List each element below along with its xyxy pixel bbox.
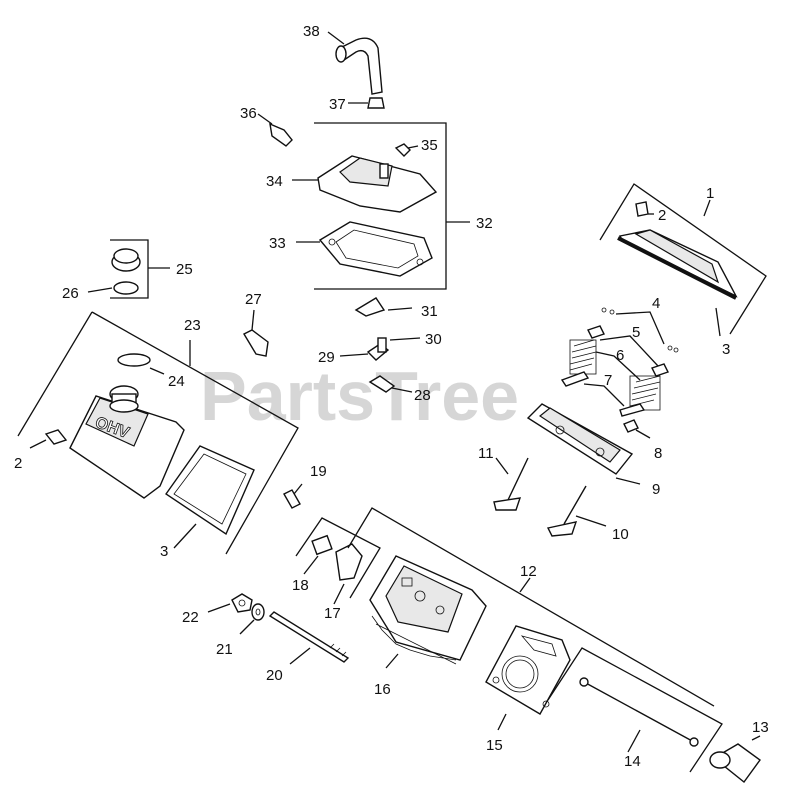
callout-25: 25: [176, 261, 193, 278]
bushing-part-18[interactable]: [311, 534, 333, 556]
screw-part-2-left[interactable]: [44, 429, 68, 445]
callout-35: 35: [421, 137, 438, 154]
callout-20: 20: [266, 667, 283, 684]
nut-part-35[interactable]: [394, 143, 411, 157]
callout-12: 12: [520, 563, 537, 580]
cover-plate-part-34[interactable]: [317, 155, 438, 213]
gasket-part-3-left[interactable]: [165, 445, 255, 536]
callout-1: 1: [706, 185, 714, 202]
group-bracket-14: [547, 647, 723, 773]
keepers-part-4[interactable]: [601, 307, 679, 353]
clamp-part-37[interactable]: [367, 97, 385, 109]
callout-22: 22: [182, 609, 199, 626]
seal-part-31[interactable]: [354, 297, 386, 317]
cylinder-head-part-16[interactable]: [369, 555, 487, 665]
callout-13: 13: [752, 719, 769, 736]
watermark: PartsTree: [200, 357, 519, 435]
callout-29: 29: [318, 349, 335, 366]
retainers-part-5[interactable]: [587, 325, 669, 377]
callout-8: 8: [654, 445, 662, 462]
callout-26: 26: [62, 285, 79, 302]
callout-32: 32: [476, 215, 493, 232]
callout-11: 11: [478, 445, 494, 462]
exhaust-valve-part-10[interactable]: [546, 485, 587, 537]
reed-part-28[interactable]: [368, 375, 396, 393]
screw-part-30[interactable]: [377, 337, 387, 353]
callout-21: 21: [216, 641, 233, 658]
screw-part-2-right[interactable]: [635, 201, 649, 217]
group-bracket-25: [110, 239, 149, 299]
group-bracket-17: [295, 517, 381, 599]
stud-part-20[interactable]: [268, 611, 350, 663]
group-bracket-32: [314, 122, 447, 290]
callout-17: 17: [324, 605, 341, 622]
washer-part-21[interactable]: [251, 603, 265, 621]
bracket-part-27[interactable]: [243, 329, 269, 357]
callout-34: 34: [266, 173, 283, 190]
screw-part-36[interactable]: [269, 122, 293, 147]
callout-18: 18: [292, 577, 309, 594]
stud-part-19[interactable]: [283, 489, 301, 509]
callout-19: 19: [310, 463, 327, 480]
callout-3-left: 3: [160, 543, 168, 560]
callout-37: 37: [329, 96, 346, 113]
group-bracket-1: [599, 183, 767, 335]
callout-5: 5: [632, 324, 640, 341]
seal-part-8[interactable]: [623, 419, 639, 433]
callout-9: 9: [652, 481, 660, 498]
callout-10: 10: [612, 526, 629, 543]
callout-24: 24: [168, 373, 185, 390]
callout-38: 38: [303, 23, 320, 40]
callout-3-right: 3: [722, 341, 730, 358]
breather-part-17[interactable]: [335, 543, 363, 581]
valve-seals-part-7[interactable]: [560, 371, 646, 417]
callout-16: 16: [374, 681, 391, 698]
callout-27: 27: [245, 291, 262, 308]
breather-tube-part-38[interactable]: [335, 37, 383, 95]
callout-4: 4: [652, 295, 660, 312]
rocker-cover-part-1[interactable]: [617, 229, 738, 300]
callout-33: 33: [269, 235, 286, 252]
group-bracket-23: [91, 311, 299, 555]
valve-cover-part-23[interactable]: OHV: [69, 385, 185, 499]
head-gasket-part-15[interactable]: [485, 625, 571, 715]
callout-23: 23: [184, 317, 201, 334]
push-rod-part-14[interactable]: [579, 677, 699, 747]
tappet-part-13[interactable]: [709, 743, 761, 784]
rocker-arm-assembly-part-9[interactable]: [526, 403, 634, 475]
group-bracket-12: [347, 507, 715, 707]
nut-part-22[interactable]: [231, 593, 253, 613]
callout-28: 28: [414, 387, 431, 404]
callout-15: 15: [486, 737, 503, 754]
callout-2-right: 2: [658, 207, 666, 224]
o-ring-part-26[interactable]: [113, 281, 139, 295]
callout-30: 30: [425, 331, 442, 348]
callout-7: 7: [604, 372, 612, 389]
callout-14: 14: [624, 753, 641, 770]
o-ring-part-24[interactable]: [117, 353, 151, 367]
intake-valve-part-11[interactable]: [493, 457, 529, 511]
callout-6: 6: [616, 347, 624, 364]
callout-2-left: 2: [14, 455, 22, 472]
gasket-part-33[interactable]: [318, 221, 433, 277]
callout-31: 31: [421, 303, 438, 320]
callout-36: 36: [240, 105, 257, 122]
oil-fill-cap-part-25[interactable]: [111, 248, 141, 272]
